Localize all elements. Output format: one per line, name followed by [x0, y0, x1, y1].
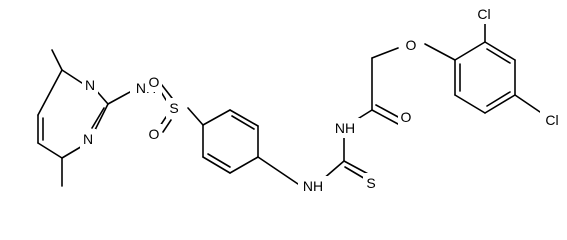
atom-label-sulfonyl-o-top: O [149, 74, 160, 90]
bond [486, 48, 511, 64]
structure-drawing: N N NH S O O NH NH S O O Cl Cl [37, 4, 564, 196]
bond [202, 156, 231, 174]
bonds [37, 21, 541, 187]
bond [91, 107, 105, 129]
bond [375, 104, 401, 119]
bond [371, 47, 399, 59]
bond [486, 91, 511, 107]
atom-label-sulfonyl-s: S [169, 100, 178, 116]
atom-label-cl-top: Cl [477, 6, 490, 22]
bond [231, 115, 255, 130]
bond [93, 103, 109, 133]
atom-label-pyr-n2: N [83, 131, 93, 147]
bond [371, 109, 399, 125]
bond [107, 91, 131, 105]
bond [202, 109, 231, 126]
atom-label-thiourea-nh: NH [303, 178, 323, 194]
bond [51, 49, 63, 71]
bond [187, 107, 204, 126]
atom-label-thio-s: S [366, 175, 375, 191]
atom-labels: N N NH S O O NH NH S O O Cl Cl [80, 4, 564, 196]
bond [162, 119, 172, 133]
atom-label-ether-o: O [406, 37, 417, 53]
bond [207, 153, 231, 168]
bond [229, 109, 259, 127]
atom-label-amide-o: O [401, 109, 412, 125]
bond [484, 94, 516, 114]
bond [454, 41, 486, 61]
bond [514, 94, 541, 113]
atom-label-pyr-n1: N [85, 77, 95, 93]
bond [61, 69, 86, 86]
bond [343, 160, 371, 176]
bond [484, 41, 516, 61]
bond [454, 94, 486, 114]
bond [229, 156, 259, 174]
atom-label-amide-nh: NH [335, 120, 355, 136]
bond [424, 43, 456, 61]
bond [257, 156, 299, 185]
atom-label-cl-right: Cl [545, 112, 558, 128]
molecule-structure: N N NH S O O NH NH S O O Cl Cl [37, 4, 564, 196]
bond [37, 69, 63, 116]
atom-label-sulfonyl-o-bottom: O [149, 126, 160, 142]
bond [37, 142, 63, 159]
